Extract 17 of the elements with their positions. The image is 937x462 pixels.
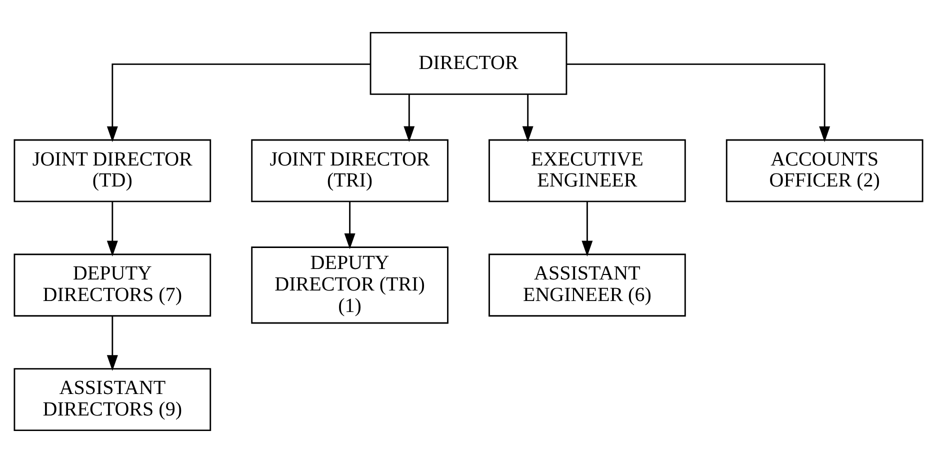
node-box: DIRECTOR bbox=[370, 32, 568, 94]
node-box: EXECUTIVE ENGINEER bbox=[488, 138, 686, 202]
arrow bbox=[344, 201, 356, 249]
node-box: DEPUTY DIRECTOR (TRI) (1) bbox=[251, 246, 448, 324]
arrow bbox=[106, 316, 118, 370]
node-box: DEPUTY DIRECTORS (7) bbox=[14, 253, 212, 316]
arrow bbox=[582, 201, 593, 256]
arrow bbox=[106, 62, 370, 142]
node-box: JOINT DIRECTOR (TRI) bbox=[251, 138, 448, 202]
node-box: JOINT DIRECTOR (TD) bbox=[14, 138, 212, 202]
arrow bbox=[566, 62, 830, 142]
arrow bbox=[106, 201, 118, 256]
arrow bbox=[522, 94, 534, 142]
node-box: ASSISTANT ENGINEER (6) bbox=[488, 253, 686, 316]
node-box: ASSISTANT DIRECTORS (9) bbox=[14, 368, 212, 430]
node-box: ACCOUNTS OFFICER (2) bbox=[726, 138, 924, 202]
arrow bbox=[404, 94, 415, 142]
